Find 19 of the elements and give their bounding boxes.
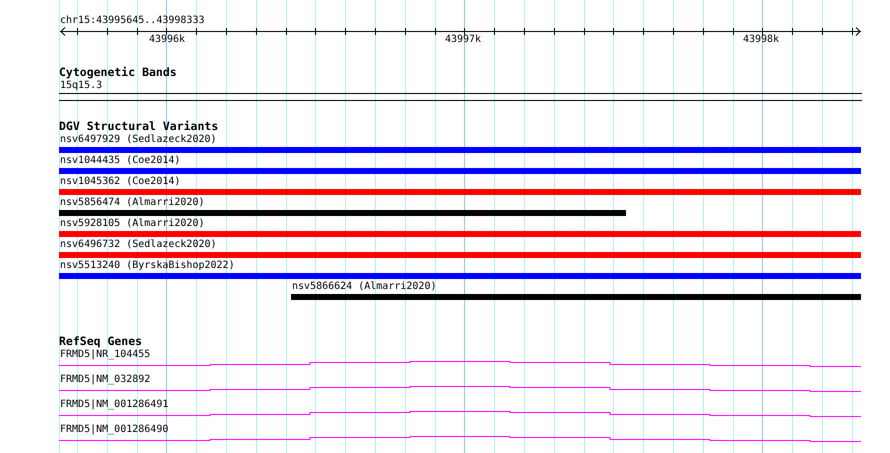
gene-label: FRMD5|NM_001286490 [60,424,168,436]
gene-label: FRMD5|NR_104455 [60,349,150,361]
axis-tick-label: 43998k [742,34,780,46]
variant-label: nsv1044435 (Coe2014) [60,155,180,167]
axis-tick-label: 43996k [148,34,186,46]
track-title: RefSeq Genes [59,335,142,348]
variant-label: nsv6497929 (Sedlazeck2020) [60,134,217,146]
variant-label: nsv5856474 (Almarri2020) [60,197,204,209]
variant-label: nsv5866624 (Almarri2020) [292,281,436,293]
band-label: 15q15.3 [60,80,102,92]
variant-label: nsv1045362 (Coe2014) [60,176,180,188]
gene-label: FRMD5|NM_001286491 [60,399,168,411]
gene-label: FRMD5|NM_032892 [60,374,150,386]
variant-label: nsv5513240 (ByrskaBishop2022) [60,260,235,272]
axis-tick-label: 43997k [444,34,482,46]
variant-label: nsv5928105 (Almarri2020) [60,218,204,230]
track-title: DGV Structural Variants [59,120,218,133]
coordinate-range: chr15:43995645..43998333 [60,15,204,27]
variant-label: nsv6496732 (Sedlazeck2020) [60,239,217,251]
